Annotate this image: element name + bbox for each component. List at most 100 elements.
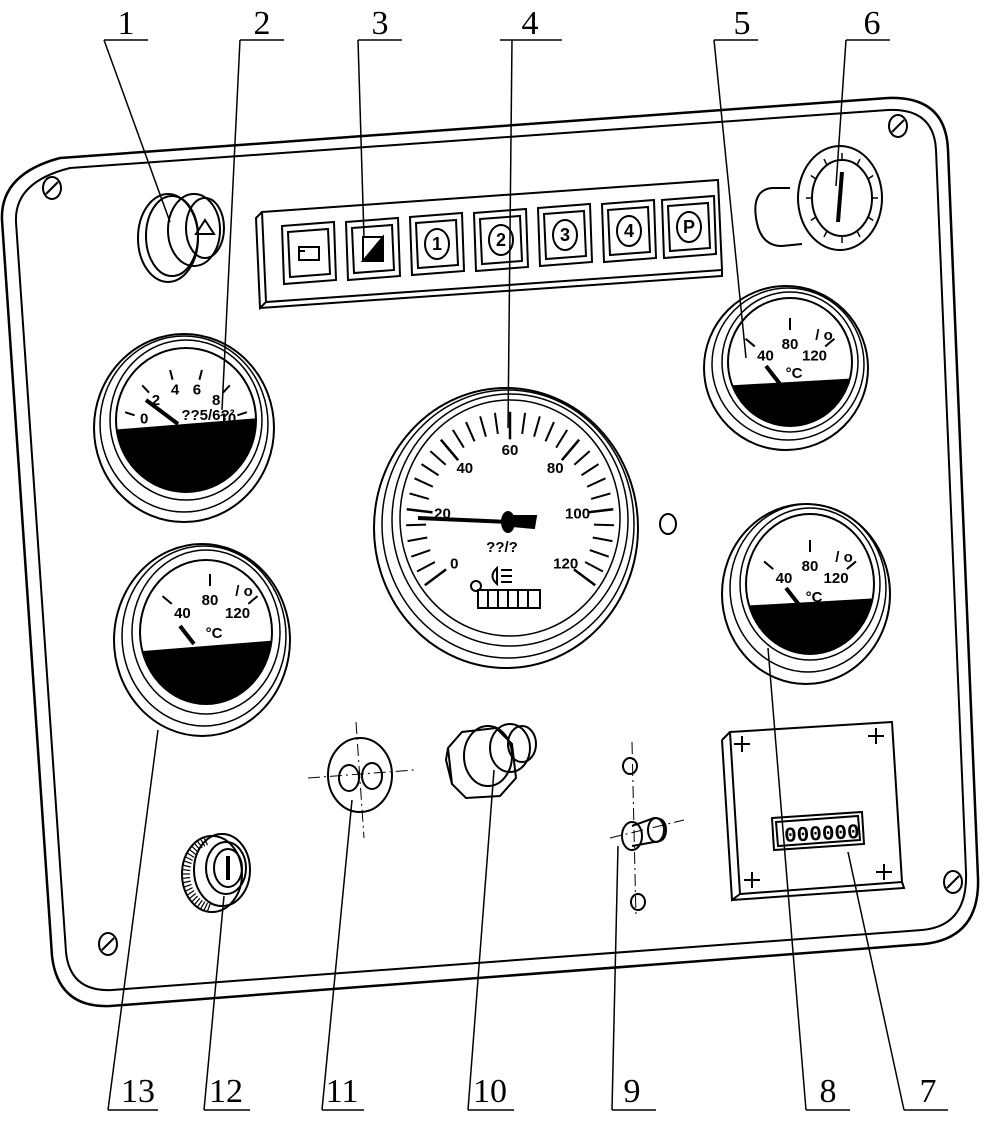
triangle-icon xyxy=(194,218,216,235)
screw-icon xyxy=(98,932,118,956)
callout-number: 4 xyxy=(522,5,539,42)
callout-number: 11 xyxy=(326,1073,359,1110)
speed-tick xyxy=(410,549,431,558)
panel-button-4: 2 xyxy=(472,207,530,273)
rotary-switch xyxy=(754,145,883,251)
leader-line xyxy=(321,799,353,1111)
speed-tick xyxy=(493,412,499,435)
leader-line xyxy=(507,39,513,429)
screw-icon xyxy=(888,114,908,138)
speed-tick xyxy=(573,568,596,587)
leader-line xyxy=(103,39,171,223)
button-label: 4 xyxy=(624,221,634,241)
gauge-tick-label: 0 xyxy=(140,410,148,427)
gauge-tick xyxy=(141,384,150,394)
speed-tick xyxy=(590,492,611,500)
gauge-tick xyxy=(237,411,248,417)
gauge-tick xyxy=(198,369,203,380)
gauge-tick-label: 6 xyxy=(193,381,201,398)
speed-tick xyxy=(587,507,614,514)
screw-icon xyxy=(943,870,963,894)
temperature-unit: °C xyxy=(206,625,223,642)
corner-screws xyxy=(42,114,963,956)
speed-tick xyxy=(589,549,610,558)
small-indicator-hole xyxy=(659,513,677,535)
speed-tick xyxy=(544,421,555,442)
pressure-unit: ??5/6?² xyxy=(181,407,234,424)
odometer-window xyxy=(477,589,541,609)
callout-number: 5 xyxy=(734,5,751,42)
gauge-tick-label: 120 xyxy=(824,570,849,587)
button-label: 2 xyxy=(496,230,506,250)
callout-number: 10 xyxy=(473,1073,507,1110)
speed-tick xyxy=(592,536,613,543)
panel-body xyxy=(0,96,980,1008)
window-icon xyxy=(298,246,320,261)
callout-number: 1 xyxy=(118,5,135,42)
speed-tick xyxy=(580,463,600,477)
gauge-tick xyxy=(169,369,174,380)
hour-counter: 000000 xyxy=(721,720,906,902)
gauge-tick-label: 80 xyxy=(802,558,819,575)
gauge-mark: / o xyxy=(235,583,253,600)
gauge-tick xyxy=(763,560,774,570)
gauge-tick xyxy=(222,384,231,394)
speed-tick-label: 80 xyxy=(547,460,564,477)
callout-number: 8 xyxy=(820,1073,837,1110)
button-ring xyxy=(424,228,450,260)
panel-button-7: P xyxy=(660,194,718,260)
gauge-tick xyxy=(824,337,836,348)
dual-lamp-socket xyxy=(307,721,415,839)
counter-digits: 000000 xyxy=(784,822,861,849)
speed-tick xyxy=(465,421,476,442)
button-ring xyxy=(552,219,578,251)
leader-line xyxy=(611,845,619,1111)
callout-number: 12 xyxy=(209,1073,243,1110)
gauge-tick-label: 120 xyxy=(225,605,250,622)
panel-button-2 xyxy=(344,216,402,282)
gauge-tick-label: 4 xyxy=(171,381,180,398)
gauge-tick-label: 40 xyxy=(757,347,774,364)
speed-tick xyxy=(521,412,527,435)
speed-tick-label: 100 xyxy=(565,506,590,523)
speed-tick xyxy=(479,416,487,437)
screw-icon xyxy=(42,176,62,200)
gauge-mark: / o xyxy=(835,549,853,566)
leader-line xyxy=(221,39,241,411)
speed-tick xyxy=(560,438,581,462)
leader-lines xyxy=(103,39,948,1111)
temperature-unit: °C xyxy=(786,365,803,382)
speed-tick xyxy=(424,568,447,587)
speed-tick xyxy=(593,523,614,527)
plus-icon xyxy=(734,736,750,752)
speed-tick-label: 60 xyxy=(502,442,519,459)
headlight-indicator-icon xyxy=(470,565,512,592)
speed-tick xyxy=(406,523,427,527)
gauge-tick-label: 80 xyxy=(202,592,219,609)
gauge-tick-label: 120 xyxy=(802,347,827,364)
leader-line xyxy=(203,895,225,1111)
plus-icon xyxy=(876,864,892,880)
leader-line xyxy=(847,851,905,1111)
speed-tick xyxy=(429,450,447,466)
button-label: P xyxy=(683,217,695,237)
button-ring xyxy=(488,224,514,256)
speed-tick-label: 120 xyxy=(553,555,578,572)
button-ring xyxy=(676,211,702,243)
speed-tick xyxy=(420,463,440,477)
panel-button-1 xyxy=(280,220,338,286)
speed-tick xyxy=(407,536,428,543)
speed-tick xyxy=(573,450,591,466)
speed-tick xyxy=(406,507,433,514)
plus-icon xyxy=(744,872,760,888)
gauge-tick xyxy=(124,411,135,417)
gauge-tick-label: 2 xyxy=(152,392,160,409)
toggle-switch xyxy=(609,741,685,919)
temperature-unit: °C xyxy=(806,589,823,606)
gauge-mark: / o xyxy=(815,327,833,344)
